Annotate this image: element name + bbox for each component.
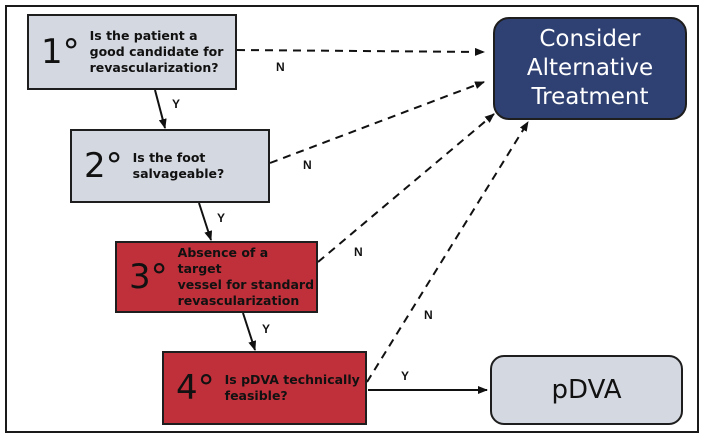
arrow-y-step3 <box>242 312 257 351</box>
edge-label-n3: N <box>354 245 363 259</box>
edge-label-y2: Y <box>217 211 226 225</box>
arrow-n-step4 <box>366 121 529 383</box>
step-3-box: 3° Absence of a target vessel for standa… <box>115 241 318 313</box>
arrow-y-step1 <box>154 89 167 129</box>
step-3-text: Absence of a target vessel for standard … <box>178 245 316 309</box>
step-3-line-3: revascularization <box>177 293 300 308</box>
edge-label-y4: Y <box>401 369 410 383</box>
step-2-text: Is the foot salvageable? <box>133 150 225 182</box>
step-3-number: 3° <box>129 257 168 297</box>
alternative-line-3: Treatment <box>531 84 649 110</box>
step-3-line-2: vessel for standard <box>177 277 315 292</box>
arrow-n-step2 <box>269 81 485 164</box>
step-1-text: Is the patient a good candidate for reva… <box>90 28 224 76</box>
edge-label-n2: N <box>303 158 312 172</box>
step-3-line-1: Absence of a target <box>177 245 269 276</box>
alternative-line-1: Consider <box>539 26 641 52</box>
alternative-line-2: Alternative <box>526 55 654 81</box>
step-2-number: 2° <box>84 146 123 186</box>
diagram-frame <box>5 5 699 433</box>
step-4-line-2: feasible? <box>224 388 288 403</box>
step-4-box: 4° Is pDVA technically feasible? <box>162 351 367 425</box>
edge-label-y3: Y <box>262 322 271 336</box>
edge-label-y1: Y <box>172 97 181 111</box>
edge-label-n1: N <box>276 60 285 74</box>
edge-label-n4: N <box>424 308 433 322</box>
pdva-box: pDVA <box>490 355 683 425</box>
step-1-number: 1° <box>41 32 80 72</box>
step-2-line-2: salvageable? <box>132 166 225 181</box>
step-4-text: Is pDVA technically feasible? <box>225 372 360 404</box>
step-1-line-1: Is the patient a <box>89 28 198 43</box>
arrow-y-step2 <box>198 202 213 241</box>
step-1-box: 1° Is the patient a good candidate for r… <box>27 14 237 90</box>
step-4-number: 4° <box>176 368 215 408</box>
alternative-treatment-box: Consider Alternative Treatment <box>493 17 687 120</box>
step-2-line-1: Is the foot <box>132 150 206 165</box>
arrow-n-step3 <box>317 113 495 263</box>
step-4-line-1: Is pDVA technically <box>224 372 360 387</box>
arrow-n-step1 <box>236 47 485 56</box>
step-2-box: 2° Is the foot salvageable? <box>70 129 270 203</box>
step-1-line-3: revascularization? <box>89 60 219 75</box>
step-1-line-2: good candidate for <box>89 44 224 59</box>
